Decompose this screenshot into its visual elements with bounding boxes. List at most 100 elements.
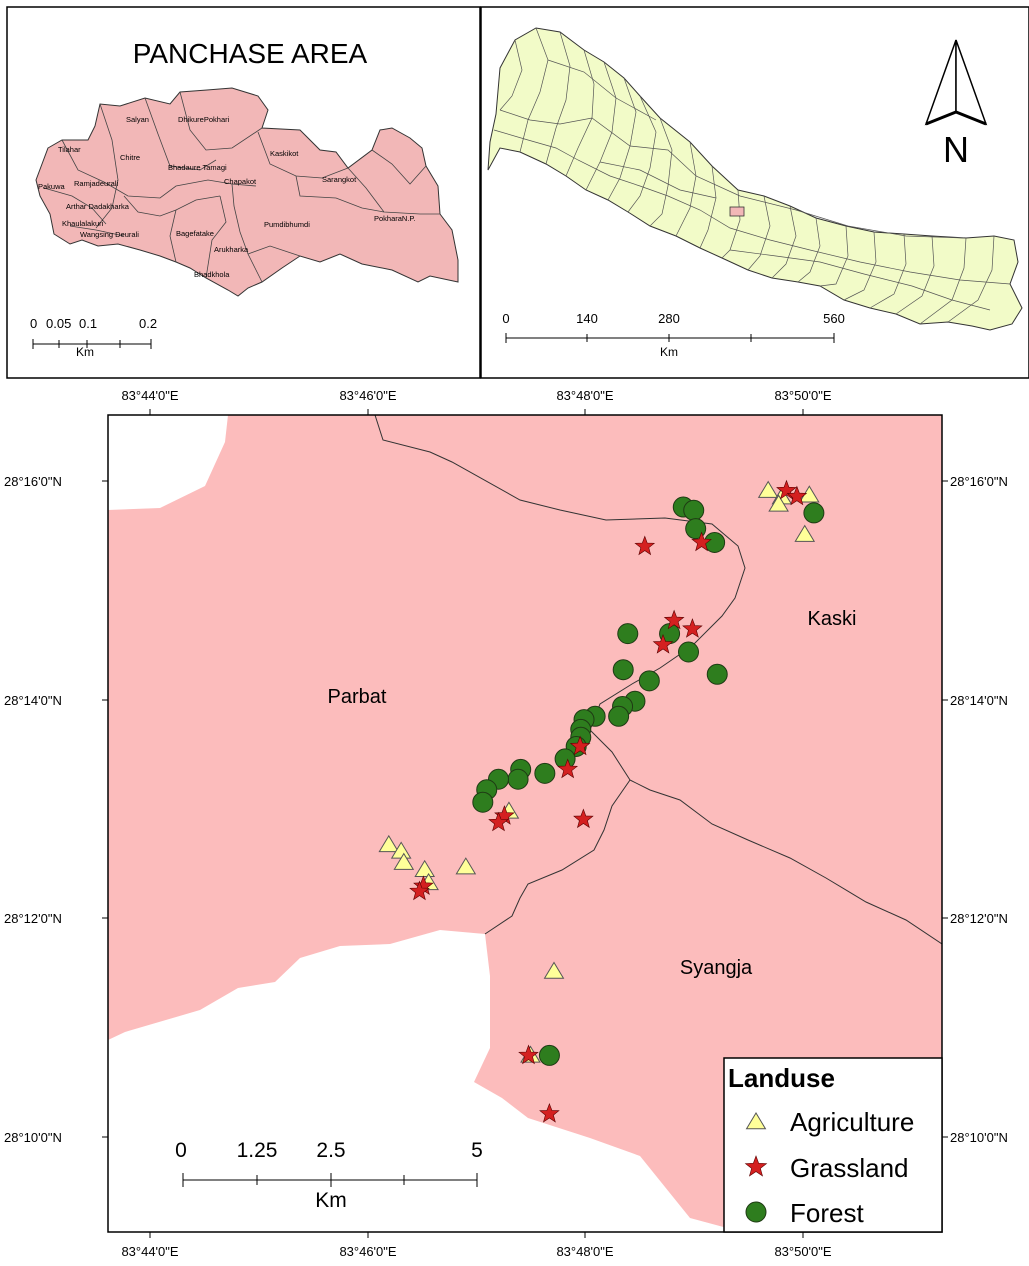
- bottom-tick-label: 83°50'0"E: [774, 1244, 831, 1259]
- inset-panchase-title: PANCHASE AREA: [133, 38, 368, 69]
- forest-point: [638, 670, 660, 692]
- inset-nepal-scale-tick-0: 0: [502, 311, 509, 326]
- right-tick-label: 28°12'0"N: [950, 911, 1008, 926]
- bottom-tick-label: 83°48'0"E: [556, 1244, 613, 1259]
- right-tick-label: 28°10'0"N: [950, 1130, 1008, 1145]
- agriculture-point: [455, 857, 477, 875]
- forest-point: [683, 499, 705, 521]
- forest-point: [678, 641, 700, 663]
- right-tick-label: 28°14'0"N: [950, 693, 1008, 708]
- vdc-label: Chapakot: [224, 177, 257, 186]
- inset-panchase-frame: [6, 6, 481, 379]
- top-tick-label: 83°46'0"E: [339, 388, 396, 403]
- vdc-label: Ramjadeurali: [74, 179, 119, 188]
- vdc-label: Bhadkhola: [194, 270, 230, 279]
- top-tick-label: 83°48'0"E: [556, 388, 613, 403]
- region-label-syangja: Syangja: [680, 957, 753, 979]
- vdc-label: Wangsing Deurali: [80, 230, 139, 239]
- inset-nepal-scale-tick-2: 280: [658, 311, 680, 326]
- forest-point: [685, 518, 707, 540]
- vdc-label: Salyan: [126, 115, 149, 124]
- grassland-point: [409, 880, 430, 901]
- inset-nepal-scale-bar: [505, 333, 835, 343]
- inset-nepal-scale-unit: Km: [660, 345, 678, 359]
- vdc-label: Kaskikot: [270, 149, 299, 158]
- vdc-label: Arukharka: [214, 245, 249, 254]
- inset-nepal-scale-tick-1: 140: [576, 311, 598, 326]
- inset-panchase-scale-unit: Km: [76, 345, 94, 359]
- inset-nepal: 0 140 280 560 Km N: [480, 6, 1029, 379]
- grassland-point: [569, 735, 591, 756]
- main-map-frame: [107, 414, 943, 1233]
- legend-triangle-icon: [745, 1112, 767, 1130]
- vdc-label: PokharaN.P.: [374, 214, 416, 223]
- agriculture-point: [794, 524, 816, 542]
- legend-star-icon: [744, 1155, 768, 1177]
- inset-panchase-scale-bar: [32, 339, 152, 349]
- right-tick-label: 28°16'0"N: [950, 474, 1008, 489]
- grassland-point: [539, 1102, 560, 1123]
- grassland-point: [652, 633, 674, 654]
- agriculture-point: [543, 961, 565, 979]
- forest-point: [608, 705, 630, 727]
- forest-point: [617, 623, 639, 645]
- legend-item-grassland-label: Grassland: [790, 1153, 909, 1183]
- forest-point: [507, 768, 529, 790]
- forest-point: [803, 502, 825, 524]
- legend-item-agriculture-label: Agriculture: [790, 1107, 914, 1137]
- main-scale-unit: Km: [315, 1189, 347, 1212]
- grassland-point: [682, 618, 703, 638]
- inset-nepal-frame: [480, 6, 1029, 379]
- grassland-point: [691, 531, 712, 552]
- district-boundaries: [374, 415, 942, 945]
- left-tick-label: 28°14'0"N: [4, 693, 62, 708]
- forest-point: [538, 1044, 560, 1066]
- main-scale-bar: [182, 1173, 478, 1187]
- north-arrow-label: N: [943, 129, 969, 170]
- legend-circle-icon: [745, 1201, 767, 1223]
- main-scale-tick-2: 2.5: [316, 1139, 345, 1162]
- forest-point: [534, 762, 556, 784]
- main-map: 83°44'0"E 83°46'0"E 83°48'0"E 83°50'0"E …: [4, 388, 1008, 1259]
- panchase-area-shape: [35, 87, 459, 297]
- main-scale-tick-3: 5: [471, 1139, 483, 1162]
- legend-item-forest-label: Forest: [790, 1198, 864, 1228]
- vdc-label: Pakuwa: [38, 182, 66, 191]
- left-tick-label: 28°16'0"N: [4, 474, 62, 489]
- grassland-point: [573, 808, 594, 829]
- panchase-vdc-boundaries: [43, 91, 440, 283]
- grassland-point: [663, 609, 685, 630]
- main-scale-tick-1: 1.25: [237, 1139, 278, 1162]
- region-label-parbat: Parbat: [328, 686, 387, 708]
- vdc-label: DhikurePokhari: [178, 115, 230, 124]
- legend: Landuse Agriculture Grassland Forest: [723, 1057, 943, 1233]
- left-tick-label: 28°10'0"N: [4, 1130, 62, 1145]
- vdc-label: Sarangkot: [322, 175, 357, 184]
- inset-nepal-scale-tick-3: 560: [823, 311, 845, 326]
- map-points: [378, 479, 825, 1123]
- grassland-point: [557, 758, 579, 779]
- study-area-shape: [108, 415, 942, 1232]
- top-tick-label: 83°44'0"E: [121, 388, 178, 403]
- bottom-tick-label: 83°44'0"E: [121, 1244, 178, 1259]
- nepal-country-shape: [487, 27, 1023, 331]
- agriculture-point: [378, 834, 400, 853]
- vdc-label: Khaulalakuri: [62, 219, 104, 228]
- region-label-kaski: Kaski: [808, 608, 857, 630]
- bottom-tick-label: 83°46'0"E: [339, 1244, 396, 1259]
- left-tick-label: 28°12'0"N: [4, 911, 62, 926]
- nepal-panchase-highlight: [729, 206, 745, 217]
- agriculture-point: [768, 494, 789, 512]
- main-scale-tick-0: 0: [175, 1139, 187, 1162]
- grassland-point: [518, 1044, 539, 1065]
- grassland-point: [786, 485, 808, 506]
- forest-point: [612, 659, 634, 681]
- graticule-ticks: [102, 409, 948, 1238]
- vdc-label: Bhadaure Tamagi: [168, 163, 227, 172]
- vdc-label: Arthar Dadakharka: [66, 202, 130, 211]
- top-tick-label: 83°50'0"E: [774, 388, 831, 403]
- vdc-label: Pumdibhumdi: [264, 220, 310, 229]
- vdc-label: Bagefatake: [176, 229, 214, 238]
